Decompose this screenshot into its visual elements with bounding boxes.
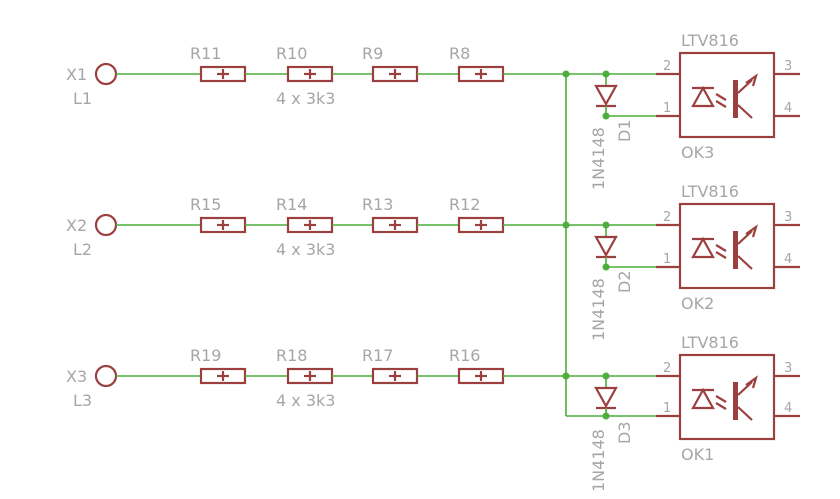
- optocoupler-part: LTV816: [681, 31, 739, 50]
- diode-label: D1: [615, 120, 634, 143]
- resistor-r13[interactable]: R13: [362, 195, 419, 234]
- optocoupler-ok2[interactable]: LTV816 OK2 1 2 3 4: [656, 182, 800, 313]
- resistor-label: R18: [276, 346, 307, 365]
- pin-2: 2: [663, 210, 671, 225]
- diode-value: 1N4148: [589, 278, 608, 341]
- resistor-r8[interactable]: R8: [449, 44, 505, 83]
- pin-4: 4: [784, 401, 792, 416]
- value-note: 4 x 3k3: [276, 391, 335, 410]
- diode-d3[interactable]: 1N4148 D3: [589, 376, 634, 492]
- optocoupler-label: OK1: [681, 445, 714, 464]
- resistor-label: R8: [449, 44, 470, 63]
- pin-2: 2: [663, 59, 671, 74]
- diode-label: D2: [615, 271, 634, 294]
- channel-3: X3 L3 R19 R18 4 x 3k3 R17: [66, 333, 800, 492]
- optocoupler-ok1[interactable]: LTV816 OK1 1 2 3 4: [656, 333, 800, 464]
- connector-x2[interactable]: X2 L2: [66, 213, 118, 259]
- optocoupler-ok3[interactable]: LTV816 OK3 1 2 3 4: [656, 31, 800, 162]
- connector-label: X2: [66, 216, 87, 235]
- resistor-r15[interactable]: R15: [190, 195, 247, 234]
- optocoupler-label: OK2: [681, 294, 714, 313]
- resistor-r9[interactable]: R9: [362, 44, 419, 83]
- resistor-label: R12: [449, 195, 480, 214]
- resistor-r18[interactable]: R18 4 x 3k3: [276, 346, 335, 410]
- resistor-label: R15: [190, 195, 221, 214]
- diode-label: D3: [615, 422, 634, 445]
- connector-x1[interactable]: X1 L1: [66, 62, 118, 108]
- net-label: L2: [73, 240, 92, 259]
- pin-2: 2: [663, 361, 671, 376]
- diode-value: 1N4148: [589, 127, 608, 190]
- pin-3: 3: [784, 210, 792, 225]
- connector-label: X1: [66, 65, 87, 84]
- channel-2: X2 L2 R15 R14 4 x 3k3 R13: [66, 182, 800, 341]
- optocoupler-part: LTV816: [681, 333, 739, 352]
- net-label: L1: [73, 89, 92, 108]
- diode-value: 1N4148: [589, 429, 608, 492]
- resistor-r14[interactable]: R14 4 x 3k3: [276, 195, 335, 259]
- value-note: 4 x 3k3: [276, 240, 335, 259]
- pin-1: 1: [663, 401, 671, 416]
- resistor-label: R14: [276, 195, 307, 214]
- resistor-label: R19: [190, 346, 221, 365]
- pin-4: 4: [784, 101, 792, 116]
- resistor-r10[interactable]: R10 4 x 3k3: [276, 44, 335, 108]
- diode-d2[interactable]: 1N4148 D2: [589, 225, 634, 341]
- pin-1: 1: [663, 252, 671, 267]
- resistor-r12[interactable]: R12: [449, 195, 505, 234]
- connector-label: X3: [66, 367, 87, 386]
- connector-x3[interactable]: X3 L3: [66, 364, 118, 410]
- pin-4: 4: [784, 252, 792, 267]
- pin-3: 3: [784, 59, 792, 74]
- resistor-label: R13: [362, 195, 393, 214]
- pin-3: 3: [784, 361, 792, 376]
- channel-1: X1 L1 R11 R10 4 x 3k3 R9: [66, 31, 800, 190]
- resistor-label: R11: [190, 44, 221, 63]
- optocoupler-label: OK3: [681, 143, 714, 162]
- resistor-r17[interactable]: R17: [362, 346, 419, 385]
- optocoupler-part: LTV816: [681, 182, 739, 201]
- resistor-label: R16: [449, 346, 480, 365]
- resistor-r11[interactable]: R11: [190, 44, 247, 83]
- resistor-r19[interactable]: R19: [190, 346, 247, 385]
- resistor-label: R17: [362, 346, 393, 365]
- resistor-r16[interactable]: R16: [449, 346, 505, 385]
- pin-1: 1: [663, 101, 671, 116]
- value-note: 4 x 3k3: [276, 89, 335, 108]
- resistor-label: R9: [362, 44, 383, 63]
- resistor-label: R10: [276, 44, 307, 63]
- net-label: L3: [73, 391, 92, 410]
- diode-d1[interactable]: 1N4148 D1: [589, 74, 634, 190]
